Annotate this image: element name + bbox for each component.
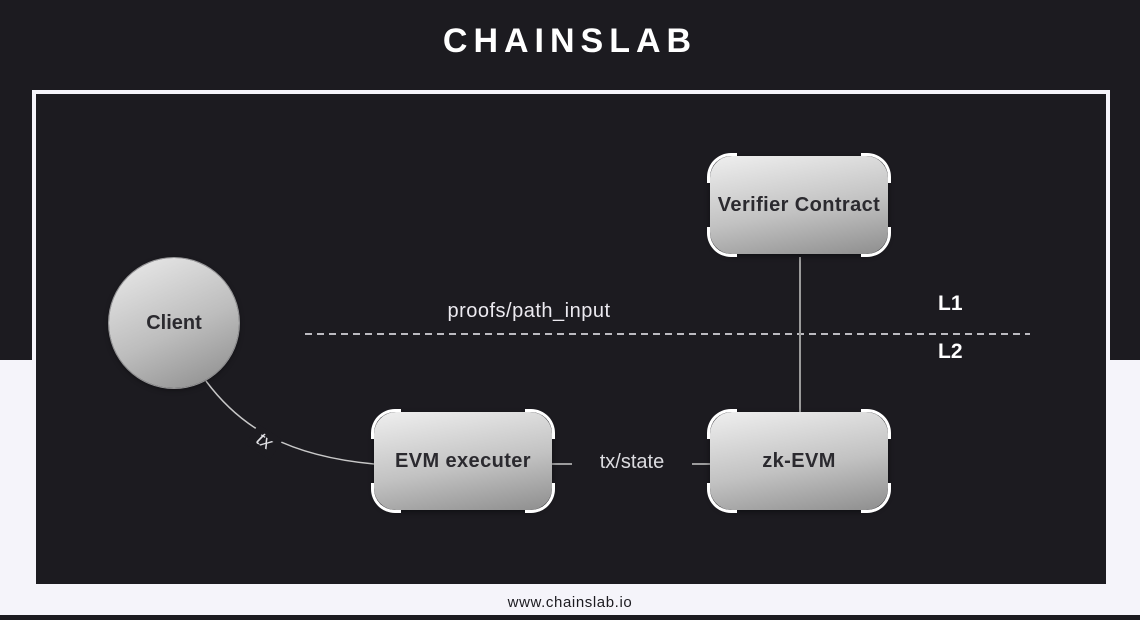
diagram-canvas: Verifier Contract Client EVM executer zk… xyxy=(36,94,1106,584)
node-label: Client xyxy=(146,311,202,334)
node-label: zk-EVM xyxy=(762,449,836,472)
label-l2: L2 xyxy=(938,340,963,363)
client-evm-curve xyxy=(205,380,375,465)
corner-accent-icon xyxy=(861,409,891,439)
corner-accent-icon xyxy=(371,409,401,439)
corner-accent-icon xyxy=(707,483,737,513)
node-client: Client xyxy=(109,258,239,388)
label-proofs-path-input: proofs/path_input xyxy=(447,300,611,322)
bottom-bar xyxy=(0,615,1140,620)
label-l1: L1 xyxy=(938,292,963,315)
label-tx-state: tx/state xyxy=(572,451,692,474)
corner-accent-icon xyxy=(707,409,737,439)
corner-accent-icon xyxy=(861,153,891,183)
brand-logo: CHAINSLAB xyxy=(442,22,698,60)
corner-accent-icon xyxy=(371,483,401,513)
corner-accent-icon xyxy=(525,409,555,439)
node-verifier-contract: Verifier Contract xyxy=(707,153,891,257)
corner-accent-icon xyxy=(707,153,737,183)
node-evm-executer: EVM executer xyxy=(371,409,555,513)
corner-accent-icon xyxy=(707,227,737,257)
node-label: Verifier Contract xyxy=(717,193,881,216)
node-label: EVM executer xyxy=(395,449,531,472)
footer-url[interactable]: www.chainslab.io xyxy=(507,594,633,611)
diagram-panel: Verifier Contract Client EVM executer zk… xyxy=(32,90,1110,588)
node-zk-evm: zk-EVM xyxy=(707,409,891,513)
